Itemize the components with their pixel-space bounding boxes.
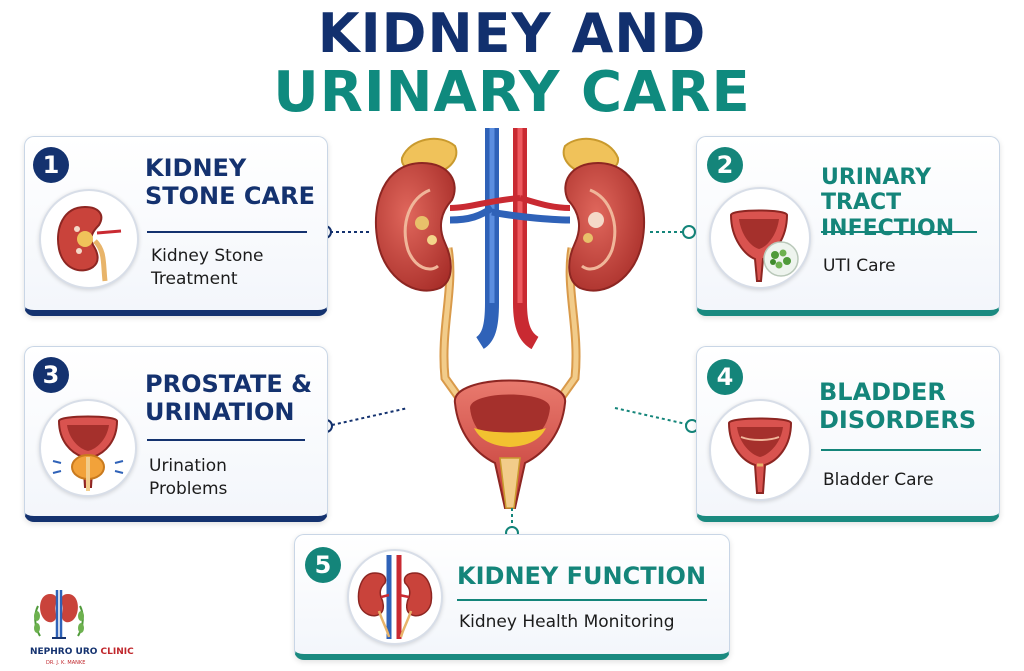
urine-level <box>474 428 546 447</box>
card-3-number-badge: 3 <box>33 357 69 393</box>
left-kidney <box>374 161 456 292</box>
title-line-1: KIDNEY AND <box>317 2 707 65</box>
card-5-text: Kidney Health Monitoring <box>459 612 675 632</box>
card-2-text: UTI Care <box>823 256 896 276</box>
vena-cava <box>475 128 499 349</box>
card-3-rule <box>147 439 305 441</box>
card-1-rule <box>147 231 307 233</box>
card-5-number-badge: 5 <box>305 547 341 583</box>
card-1-number-badge: 1 <box>33 147 69 183</box>
aorta <box>513 128 539 350</box>
title-line-2: URINARY CARE <box>273 60 751 125</box>
clinic-logo-name: NEPHRO URO CLINIC <box>30 647 134 657</box>
card-3-heading: PROSTATE & URINATION <box>145 370 313 426</box>
card-5-rule <box>457 599 707 601</box>
bladder-icon <box>709 399 811 501</box>
left-renal-artery <box>449 195 521 211</box>
card-5-heading: KIDNEY FUNCTION <box>457 562 707 590</box>
card-kidney-stone-care: 1 KIDNEY STONE CARE Kidney Stone Treatme… <box>24 136 328 316</box>
urethra <box>499 457 521 509</box>
prostate-icon <box>39 399 137 497</box>
card-1-heading: KIDNEY STONE CARE <box>145 154 315 210</box>
card-urinary-tract-infection: 2 URINARY TRACT INFECTION UTI Care <box>696 136 1000 316</box>
kidney-stone-icon <box>39 189 139 289</box>
right-renal-vein <box>491 208 571 224</box>
card-2-number-badge: 2 <box>707 147 743 183</box>
urinary-system-illustration <box>374 128 646 509</box>
card-4-number-badge: 4 <box>707 359 743 395</box>
right-renal-artery <box>519 195 571 211</box>
clinic-logo-icon <box>34 590 84 639</box>
card-kidney-function: 5 KIDNEY FUNCTION Kidney Health Monitori… <box>294 534 730 660</box>
clinic-logo-tagline: DR. J. K. MANKE <box>46 660 86 666</box>
card-bladder-disorders: 4 BLADDER DISORDERS Bladder Care <box>696 346 1000 522</box>
card-3-text: Urination Problems <box>149 456 228 499</box>
kidney-function-icon <box>347 549 443 645</box>
card-4-text: Bladder Care <box>823 470 934 490</box>
connector-3 <box>331 407 409 426</box>
card-4-rule <box>821 449 981 451</box>
card-1-text: Kidney Stone Treatment <box>151 246 264 289</box>
card-2-rule <box>821 231 977 233</box>
bladder-bacteria-icon <box>709 187 811 289</box>
card-4-heading: BLADDER DISORDERS <box>819 378 977 434</box>
connector-4 <box>614 407 687 425</box>
card-prostate-urination: 3 PROSTATE & URINATION Urination Problem… <box>24 346 328 522</box>
left-renal-vein <box>449 205 494 224</box>
right-kidney <box>564 161 646 292</box>
card-2-heading: URINARY TRACT INFECTION <box>821 165 955 241</box>
